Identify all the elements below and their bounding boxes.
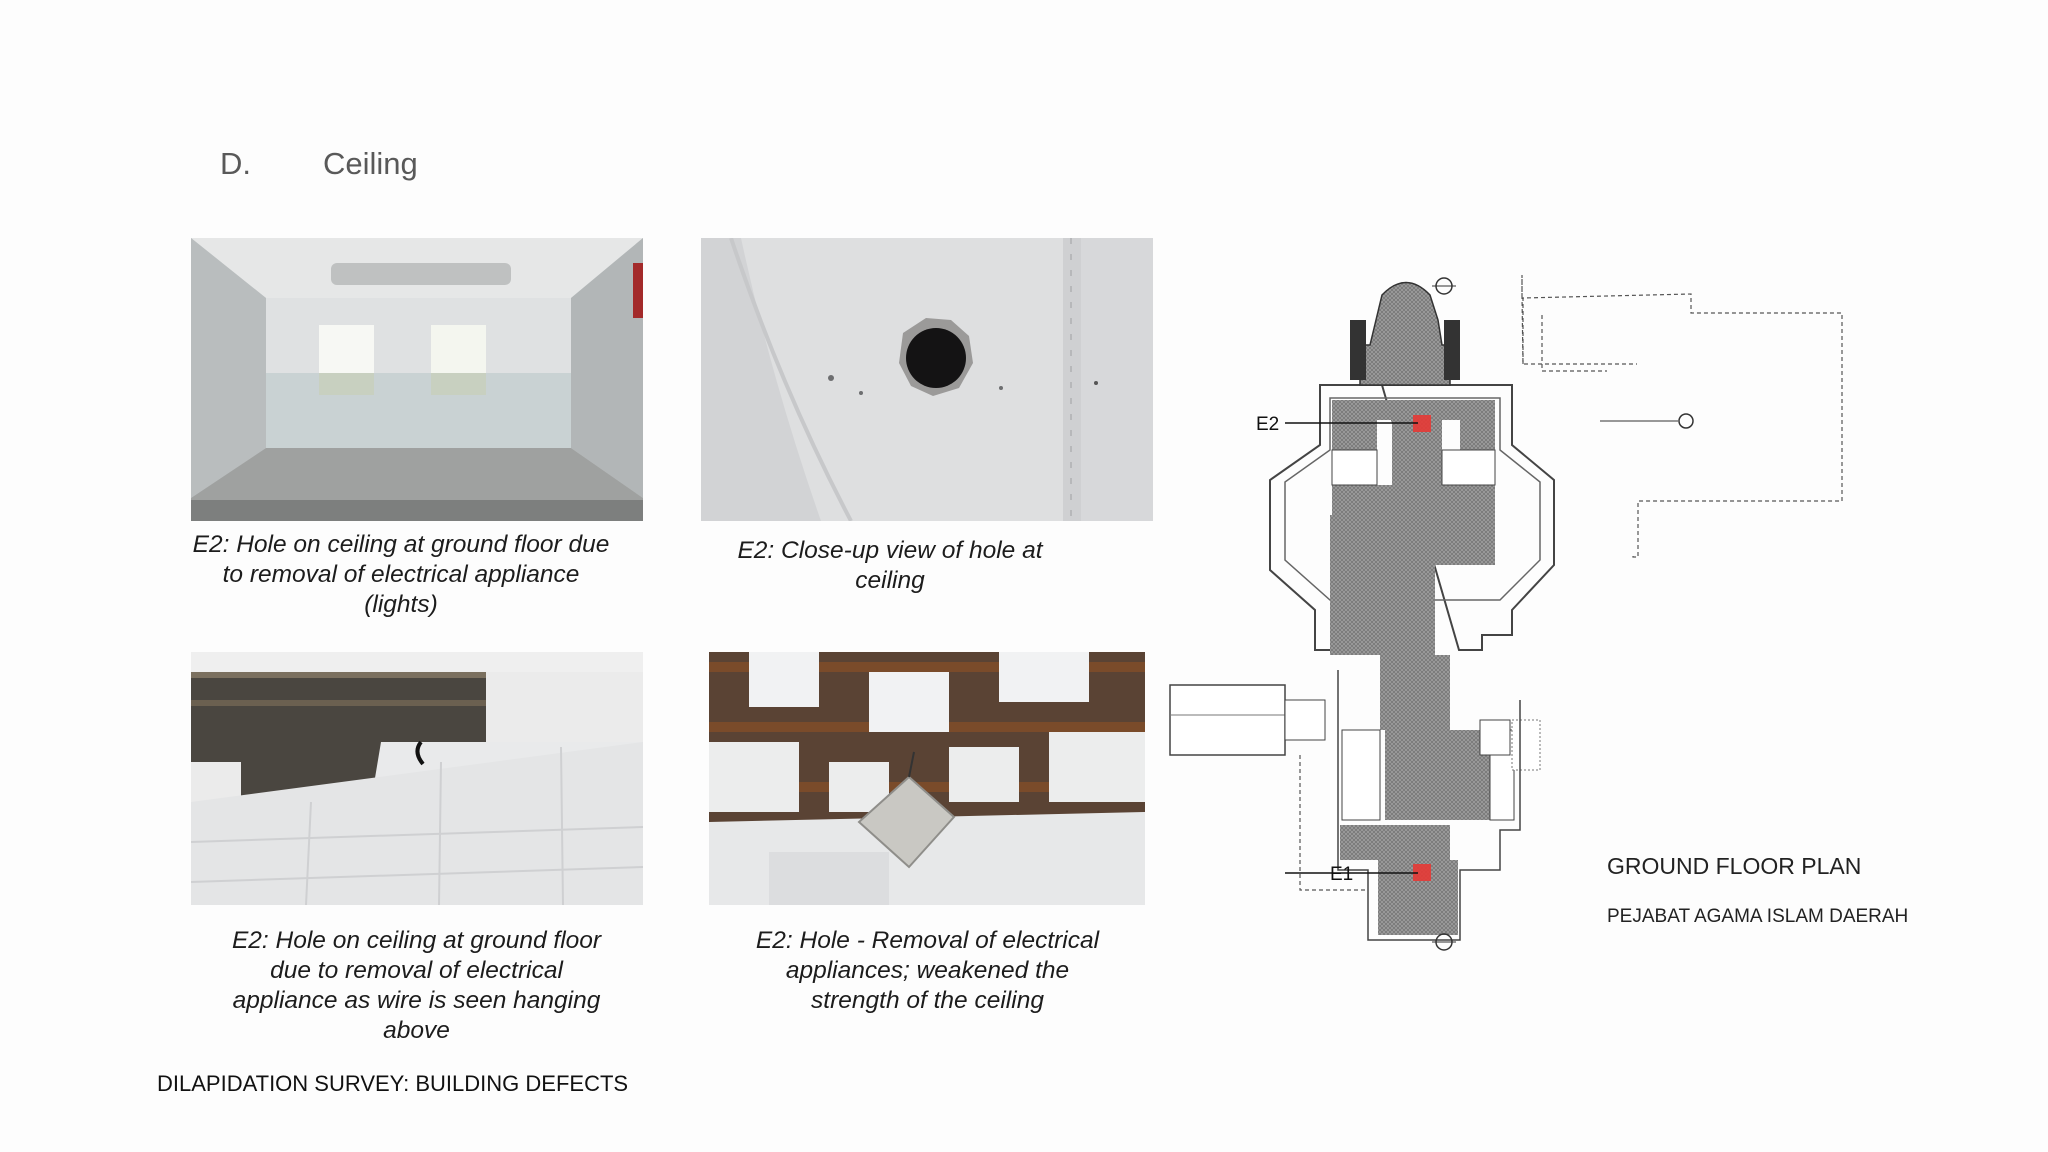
photo-ceiling-tiles-wire [191, 652, 643, 905]
photo-caption-1: E2: Hole on ceiling at ground floor due … [192, 531, 610, 618]
photo-caption-4: E2: Hole - Removal of electrical applian… [755, 927, 1100, 1014]
photo-room-interior [191, 238, 643, 521]
defect-marker-e1 [1413, 864, 1431, 881]
plan-title: GROUND FLOOR PLAN [1607, 853, 1862, 879]
footer-title: DILAPIDATION SURVEY: BUILDING DEFECTS [157, 1071, 629, 1096]
section-letter: D. [220, 146, 251, 181]
photo-caption-2: E2: Close-up view of hole at ceiling [737, 537, 1043, 594]
marker-label-e2: E2 [1256, 414, 1279, 435]
ground-floor-plan: E2 E1 [1169, 275, 1843, 951]
photo-collapsed-ceiling [709, 652, 1145, 905]
section-title: Ceiling [323, 146, 418, 181]
photo-caption-3: E2: Hole on ceiling at ground floor due … [231, 927, 602, 1044]
plan-subtitle: PEJABAT AGAMA ISLAM DAERAH [1607, 906, 1909, 927]
marker-label-e1: E1 [1330, 864, 1353, 885]
defect-marker-e2 [1413, 415, 1431, 432]
photo-ceiling-hole-closeup [701, 238, 1153, 521]
